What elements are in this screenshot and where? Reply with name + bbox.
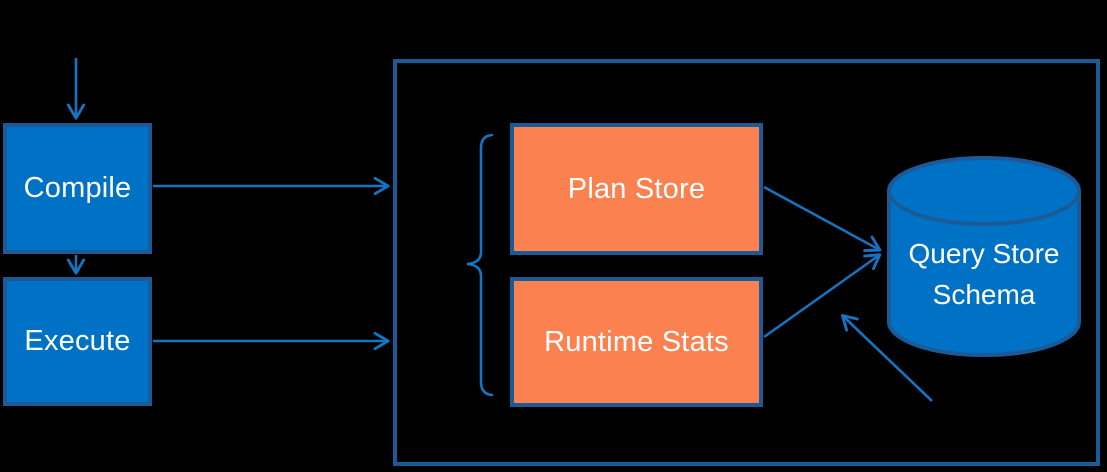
- execute-label: Execute: [24, 325, 131, 357]
- plan-store-label: Plan Store: [567, 172, 706, 205]
- runtime-stats-node: Runtime Stats: [510, 277, 763, 407]
- execute-node: Execute: [3, 277, 152, 406]
- query-store-schema-label-line2: Schema: [932, 279, 1036, 310]
- plan-store-node: Plan Store: [510, 123, 763, 255]
- query-store-schema-label-line1: Query Store: [908, 238, 1060, 269]
- query-store-container: [393, 59, 1100, 466]
- runtime-stats-label: Runtime Stats: [544, 325, 729, 358]
- query-store-schema-label: Query Store Schema: [888, 233, 1080, 315]
- compile-label: Compile: [23, 172, 132, 204]
- compile-node: Compile: [3, 123, 152, 254]
